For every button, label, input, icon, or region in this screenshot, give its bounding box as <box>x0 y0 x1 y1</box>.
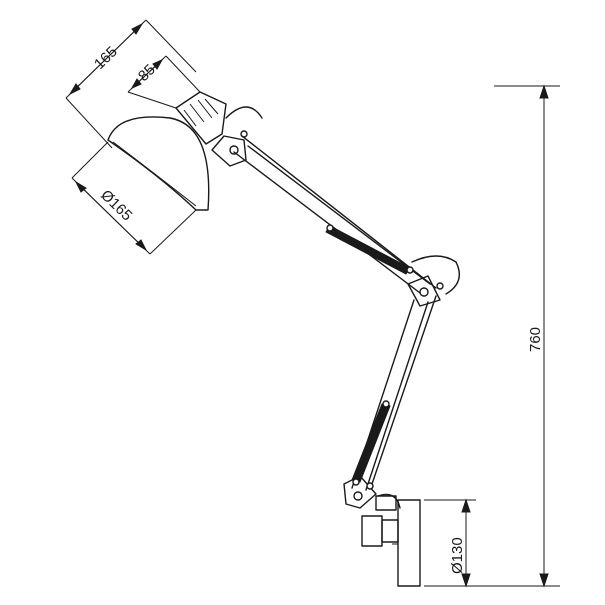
dimension-total-height-label: 760 <box>527 327 544 352</box>
dimension-shade-neck <box>127 55 201 109</box>
upper-arm <box>211 130 460 307</box>
dimension-total-height <box>436 84 560 588</box>
dimension-shade-diameter <box>71 141 197 255</box>
lamp-shade <box>107 91 263 211</box>
dimension-shade-diameter-label: Ø165 <box>97 187 135 225</box>
dimension-shade-length <box>65 19 197 149</box>
dimension-base-diameter-label: Ø130 <box>449 537 466 574</box>
dimension-shade-length-label: 165 <box>91 43 121 73</box>
lower-arm <box>351 295 437 491</box>
wall-mount-base <box>343 475 421 587</box>
dimension-base-diameter <box>424 498 476 588</box>
